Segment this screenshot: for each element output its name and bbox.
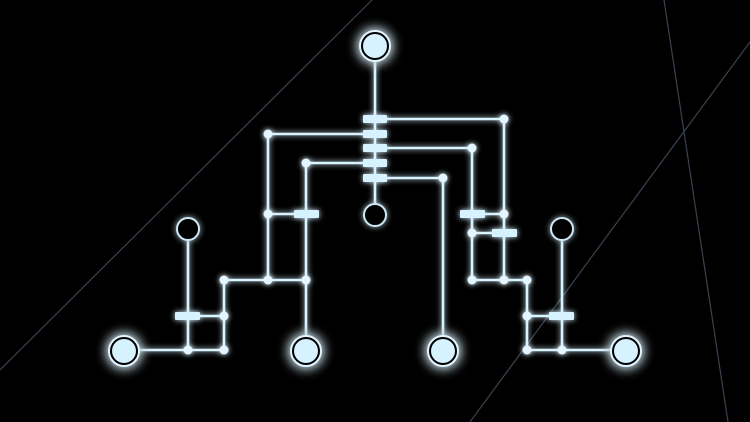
right-node-unlit[interactable] xyxy=(550,217,574,241)
junction xyxy=(263,129,273,139)
wire-branch-a xyxy=(266,132,377,282)
junction xyxy=(522,345,532,355)
junction xyxy=(301,275,311,285)
junction xyxy=(557,345,567,355)
wires xyxy=(122,44,628,352)
switch-stack-4[interactable] xyxy=(363,159,387,167)
diagonal-line-left xyxy=(0,0,373,371)
junction xyxy=(499,209,509,219)
switch-left-mid[interactable] xyxy=(294,210,319,218)
junction xyxy=(522,275,532,285)
junction xyxy=(183,345,193,355)
bottom-node-1[interactable] xyxy=(108,335,140,367)
junction xyxy=(438,173,448,183)
bottom-node-3[interactable] xyxy=(427,335,459,367)
switch-stack-2[interactable] xyxy=(363,130,387,138)
unlit-nodes xyxy=(176,203,574,241)
switches[interactable] xyxy=(175,115,574,320)
switch-right-low[interactable] xyxy=(549,312,574,320)
switch-stack-3[interactable] xyxy=(363,144,387,152)
wire-branch-c xyxy=(373,117,506,282)
junction xyxy=(499,275,509,285)
left-node-unlit[interactable] xyxy=(176,217,200,241)
center-node-unlit[interactable] xyxy=(363,203,387,227)
junction xyxy=(219,345,229,355)
diagonal-line-right xyxy=(469,41,750,422)
junction xyxy=(301,158,311,168)
lit-nodes xyxy=(108,30,642,367)
wire-branch-b xyxy=(304,161,377,352)
diagonal-line-far-right xyxy=(663,0,729,422)
junction xyxy=(219,311,229,321)
junction xyxy=(219,275,229,285)
switch-right-mid2[interactable] xyxy=(492,229,517,237)
junction xyxy=(467,228,477,238)
wire-branch-e xyxy=(373,176,445,352)
top-source-node[interactable] xyxy=(359,30,391,62)
bottom-node-2[interactable] xyxy=(290,335,322,367)
bottom-node-4[interactable] xyxy=(610,335,642,367)
wire-branch-d xyxy=(373,146,474,282)
junction xyxy=(522,311,532,321)
junction xyxy=(499,114,509,124)
switch-stack-5[interactable] xyxy=(363,174,387,182)
switch-right-mid[interactable] xyxy=(460,210,485,218)
junction xyxy=(263,209,273,219)
switch-left-low[interactable] xyxy=(175,312,200,320)
junction xyxy=(263,275,273,285)
junction xyxy=(467,143,477,153)
junctions xyxy=(183,114,567,355)
junction xyxy=(467,275,477,285)
switch-stack-1[interactable] xyxy=(363,115,387,123)
